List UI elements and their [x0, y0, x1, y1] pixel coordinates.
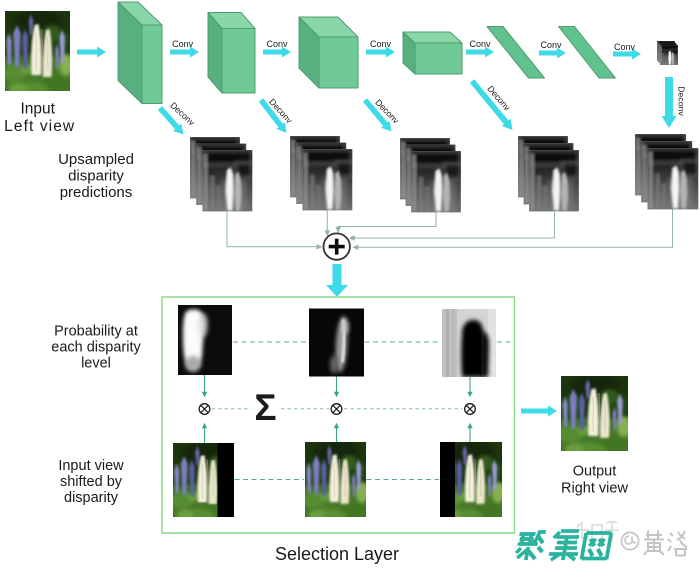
svg-text:predictions: predictions [60, 184, 133, 201]
svg-text:Input: Input [20, 101, 55, 118]
svg-text:Conv: Conv [469, 39, 491, 49]
svg-text:Σ: Σ [254, 387, 276, 428]
svg-text:disparity: disparity [68, 168, 124, 185]
svg-text:Left view: Left view [4, 118, 75, 135]
svg-text:Upsampled: Upsampled [58, 151, 134, 168]
svg-text:Output: Output [573, 464, 617, 480]
svg-text:level: level [81, 355, 111, 371]
svg-text:Conv: Conv [266, 39, 288, 49]
svg-text:Deconv: Deconv [677, 86, 687, 116]
svg-text:Probability at: Probability at [54, 324, 138, 340]
svg-text:Selection Layer: Selection Layer [275, 544, 399, 564]
svg-text:Conv: Conv [540, 40, 562, 50]
svg-text:disparity: disparity [64, 490, 119, 506]
svg-text:Conv: Conv [370, 39, 392, 49]
svg-text:shifted by: shifted by [60, 474, 123, 490]
svg-text:Input view: Input view [58, 458, 124, 474]
svg-text:Conv: Conv [614, 42, 636, 52]
svg-text:Conv: Conv [172, 39, 194, 49]
svg-text:each disparity: each disparity [51, 340, 141, 356]
svg-text:Right view: Right view [561, 480, 628, 496]
